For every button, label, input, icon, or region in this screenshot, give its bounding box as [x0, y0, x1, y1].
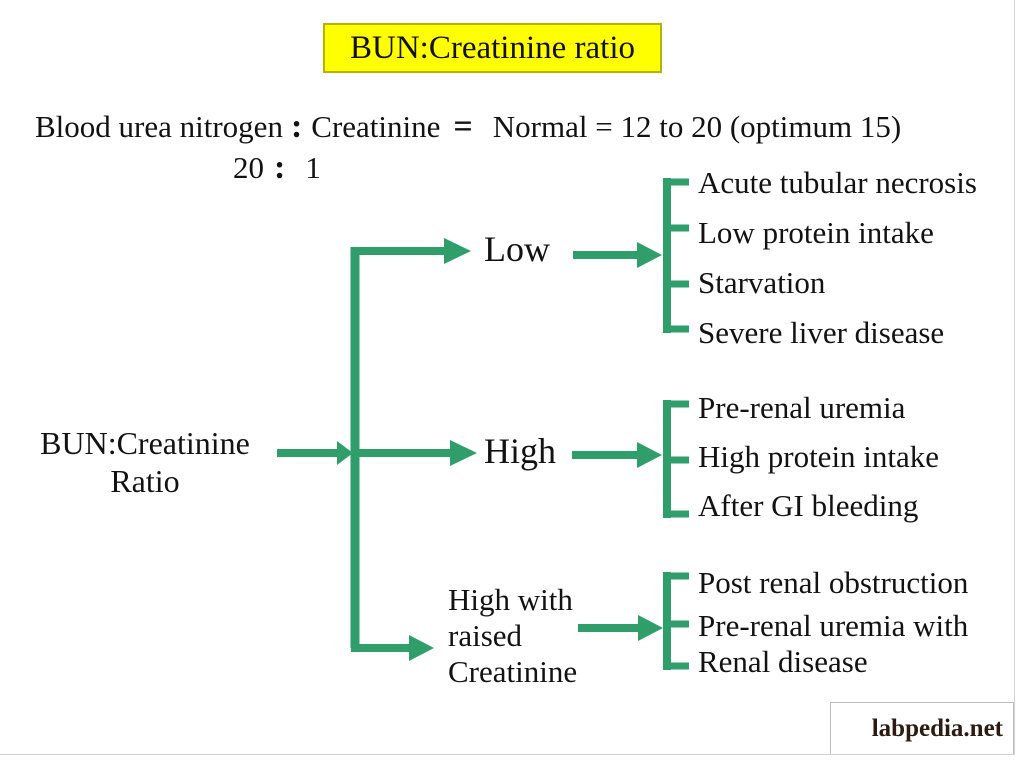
arrowhead-high-to-list: [637, 442, 662, 468]
bracket-high-list: [663, 400, 689, 518]
formula-equals: =: [453, 108, 473, 145]
formula-normal-range: Normal = 12 to 20 (optimum 15): [492, 109, 902, 144]
high-causes-list: Pre-renal uremia High protein intake Aft…: [698, 383, 939, 530]
list-item: Starvation: [698, 265, 826, 300]
branch-label-hwrc-line3: Creatinine: [448, 654, 578, 689]
watermark-box: labpedia.net: [830, 702, 1014, 755]
title-box: BUN:Creatinine ratio: [323, 23, 662, 73]
list-item: High protein intake: [698, 439, 940, 474]
ratio-numerator: 20: [233, 150, 264, 185]
branch-label-hwrc-line2: raised: [448, 618, 523, 653]
ratio-colon: :: [274, 149, 286, 186]
bracket-low-list: [663, 178, 689, 333]
list-item: Low protein intake: [698, 215, 934, 250]
bracket-hwrc-list: [663, 572, 689, 670]
arrowhead-trunk-to-high: [450, 440, 477, 466]
arrowhead-low-to-list: [637, 242, 662, 268]
watermark-text: labpedia.net: [871, 715, 1003, 742]
list-item: Severe liver disease: [698, 315, 945, 350]
list-item: Post renal obstruction: [698, 565, 969, 600]
list-item: Pre-renal uremia: [698, 390, 906, 425]
root-node: BUN:Creatinine Ratio: [22, 424, 268, 500]
arrowhead-root-to-trunk: [337, 441, 353, 465]
list-item: After GI bleeding: [698, 488, 919, 523]
branch-label-low: Low: [484, 229, 550, 269]
ratio-denominator: 1: [305, 150, 321, 185]
formula-row: Blood urea nitrogen : Creatinine = Norma…: [35, 108, 901, 146]
list-item: Pre-renal uremia with Renal disease: [698, 608, 969, 679]
list-item: Acute tubular necrosis: [698, 165, 977, 200]
arrowhead-trunk-to-low: [444, 238, 471, 264]
branch-label-hwrc-line1: High with: [448, 582, 573, 617]
high-raised-creatinine-causes-list: Post renal obstruction Pre-renal uremia …: [698, 558, 1010, 680]
formula-colon: :: [290, 108, 303, 145]
formula-denominator: Creatinine: [311, 109, 441, 144]
arrowhead-trunk-to-hwrc: [409, 635, 434, 661]
root-node-line1: BUN:Creatinine: [40, 425, 250, 461]
arrowhead-hwrc-to-list: [638, 615, 663, 641]
root-node-line2: Ratio: [110, 463, 180, 499]
branch-label-high-with-raised-creatinine: High with raised Creatinine: [448, 582, 577, 690]
low-causes-list: Acute tubular necrosis Low protein intak…: [698, 158, 977, 358]
branch-label-high: High: [484, 431, 556, 471]
ratio-row: 20 : 1: [233, 149, 321, 187]
page-title: BUN:Creatinine ratio: [349, 30, 635, 66]
formula-numerator: Blood urea nitrogen: [35, 109, 283, 144]
